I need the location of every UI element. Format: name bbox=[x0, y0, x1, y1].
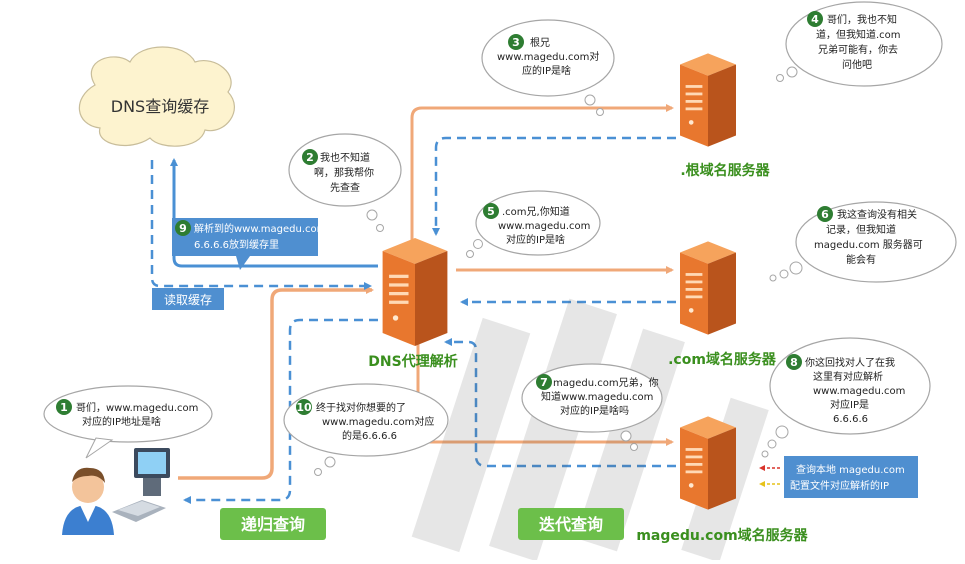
step-3-line-3: 应的IP是啥 bbox=[522, 64, 571, 77]
step-4-line-4: 问他吧 bbox=[842, 58, 872, 71]
step-4-line-1: 哥们，我也不知 bbox=[827, 13, 897, 26]
step-7-bubble: 7 magedu.com兄弟，你 知道www.magedu.com 对应的IP是… bbox=[521, 363, 663, 451]
step-6-line-1: 我这查询没有相关 bbox=[837, 208, 917, 221]
local-lookup-line-2: 配置文件对应解析的IP bbox=[790, 479, 889, 492]
recursive-query-label: 递归查询 bbox=[220, 508, 326, 540]
step-1-line-2: 对应的IP地址是啥 bbox=[82, 415, 161, 428]
step-8-line-2: 这里有对应解析 bbox=[813, 370, 883, 383]
step-8-line-3: www.magedu.com bbox=[813, 386, 905, 397]
dns-cache-cloud: DNS查询缓存 bbox=[78, 46, 235, 147]
step-2-line-1: 我也不知道 bbox=[320, 151, 370, 164]
step-2-bubble: 2 我也不知道 啊，那我帮你 先查查 bbox=[288, 133, 402, 232]
step-5-line-3: 对应的IP是啥 bbox=[506, 233, 565, 246]
step-7-line-2: 知道www.magedu.com bbox=[541, 390, 653, 403]
step-2-line-3: 先查查 bbox=[330, 181, 360, 194]
dns-proxy-server: DNS代理解析 bbox=[368, 238, 458, 370]
com-server: .com域名服务器 bbox=[668, 241, 777, 368]
dns-proxy-label: DNS代理解析 bbox=[368, 353, 457, 370]
read-cache-box: 读取缓存 bbox=[152, 288, 224, 310]
step-10-badge: 10 bbox=[296, 401, 312, 414]
step-1-badge: 1 bbox=[60, 401, 68, 414]
magedu-server-label: magedu.com域名服务器 bbox=[636, 527, 808, 544]
step-10-line-2: www.magedu.com对应 bbox=[322, 415, 434, 428]
cache-label: DNS查询缓存 bbox=[111, 97, 209, 116]
response-arrow-from-root bbox=[432, 136, 676, 236]
step-1-line-1: 哥们，www.magedu.com bbox=[76, 401, 198, 414]
step-8-line-1: 你这回找对人了在我 bbox=[805, 356, 895, 369]
step-3-bubble: 3 根兄 www.magedu.com对 应的IP是啥 bbox=[481, 19, 615, 116]
step-10-bubble: 10 终于找对你想要的了 www.magedu.com对应 的是6.6.6.6 bbox=[283, 383, 449, 476]
step-8-bubble: 8 你这回找对人了在我 这里有对应解析 www.magedu.com 对应IP是… bbox=[761, 337, 931, 458]
magedu-server: magedu.com域名服务器 bbox=[636, 416, 809, 544]
client-computer-icon bbox=[112, 448, 170, 522]
step-8-badge: 8 bbox=[790, 356, 798, 369]
step-7-line-1: magedu.com兄弟，你 bbox=[553, 376, 659, 389]
step-3-line-1: 根兄 bbox=[530, 36, 550, 49]
step-10-line-1: 终于找对你想要的了 bbox=[316, 401, 406, 414]
read-cache-arrow bbox=[150, 160, 372, 290]
step-4-line-2: 道，但我知道.com bbox=[816, 28, 901, 41]
step-9-line-2: 6.6.6.6放到缓存里 bbox=[194, 238, 279, 251]
step-10-line-3: 的是6.6.6.6 bbox=[342, 429, 397, 442]
step-9-callout: 9 解析到的www.magedu.com 6.6.6.6放到缓存里 bbox=[172, 218, 326, 270]
request-arrow-to-root bbox=[410, 104, 674, 240]
step-2-badge: 2 bbox=[306, 151, 314, 164]
request-arrow-client-to-proxy bbox=[178, 286, 374, 480]
step-7-line-3: 对应的IP是啥吗 bbox=[560, 404, 629, 417]
step-3-line-2: www.magedu.com对 bbox=[497, 50, 599, 63]
step-9-line-1: 解析到的www.magedu.com bbox=[194, 222, 326, 235]
local-lookup-box: 查询本地 magedu.com 配置文件对应解析的IP bbox=[759, 456, 918, 498]
step-6-line-2: 记录，但我知道 bbox=[826, 223, 896, 236]
step-7-badge: 7 bbox=[540, 376, 548, 389]
step-5-badge: 5 bbox=[487, 205, 495, 218]
com-server-label: .com域名服务器 bbox=[668, 351, 777, 368]
root-server: .根域名服务器 bbox=[680, 53, 771, 179]
recursive-query-text: 递归查询 bbox=[241, 515, 305, 534]
user-head bbox=[72, 471, 104, 503]
client-user bbox=[62, 467, 114, 535]
local-lookup-line-1: 查询本地 magedu.com bbox=[796, 463, 905, 476]
step-4-line-3: 兄弟可能有，你去 bbox=[818, 43, 898, 56]
step-6-bubble: 6 我这查询没有相关 记录，但我知道 magedu.com 服务器可 能会有 bbox=[769, 201, 957, 283]
step-3-badge: 3 bbox=[512, 36, 520, 49]
response-arrow-from-magedu bbox=[444, 338, 676, 468]
step-5-line-2: www.magedu.com bbox=[498, 221, 590, 232]
read-cache-label: 读取缓存 bbox=[164, 293, 212, 307]
iterative-query-text: 迭代查询 bbox=[539, 515, 603, 534]
step-2-line-2: 啊，那我帮你 bbox=[314, 166, 374, 179]
step-5-bubble: 5 .com兄,你知道 www.magedu.com 对应的IP是啥 bbox=[466, 190, 601, 258]
write-cache-arrow bbox=[170, 158, 378, 268]
root-server-label: .根域名服务器 bbox=[680, 162, 770, 179]
step-4-badge: 4 bbox=[811, 13, 819, 26]
step-6-line-3: magedu.com 服务器可 bbox=[814, 238, 923, 251]
iterative-query-label: 迭代查询 bbox=[518, 508, 624, 540]
step-1-bubble: 1 哥们，www.magedu.com 对应的IP地址是啥 bbox=[43, 385, 213, 459]
step-5-line-1: .com兄,你知道 bbox=[502, 205, 570, 218]
step-8-line-4: 对应IP是 bbox=[830, 398, 869, 411]
step-6-badge: 6 bbox=[821, 208, 829, 221]
step-4-bubble: 4 哥们，我也不知 道，但我知道.com 兄弟可能有，你去 问他吧 bbox=[776, 1, 943, 87]
response-arrow-proxy-to-client bbox=[183, 318, 378, 504]
step-9-badge: 9 bbox=[179, 222, 187, 235]
step-6-line-4: 能会有 bbox=[846, 253, 876, 266]
step-8-line-5: 6.6.6.6 bbox=[833, 414, 868, 425]
